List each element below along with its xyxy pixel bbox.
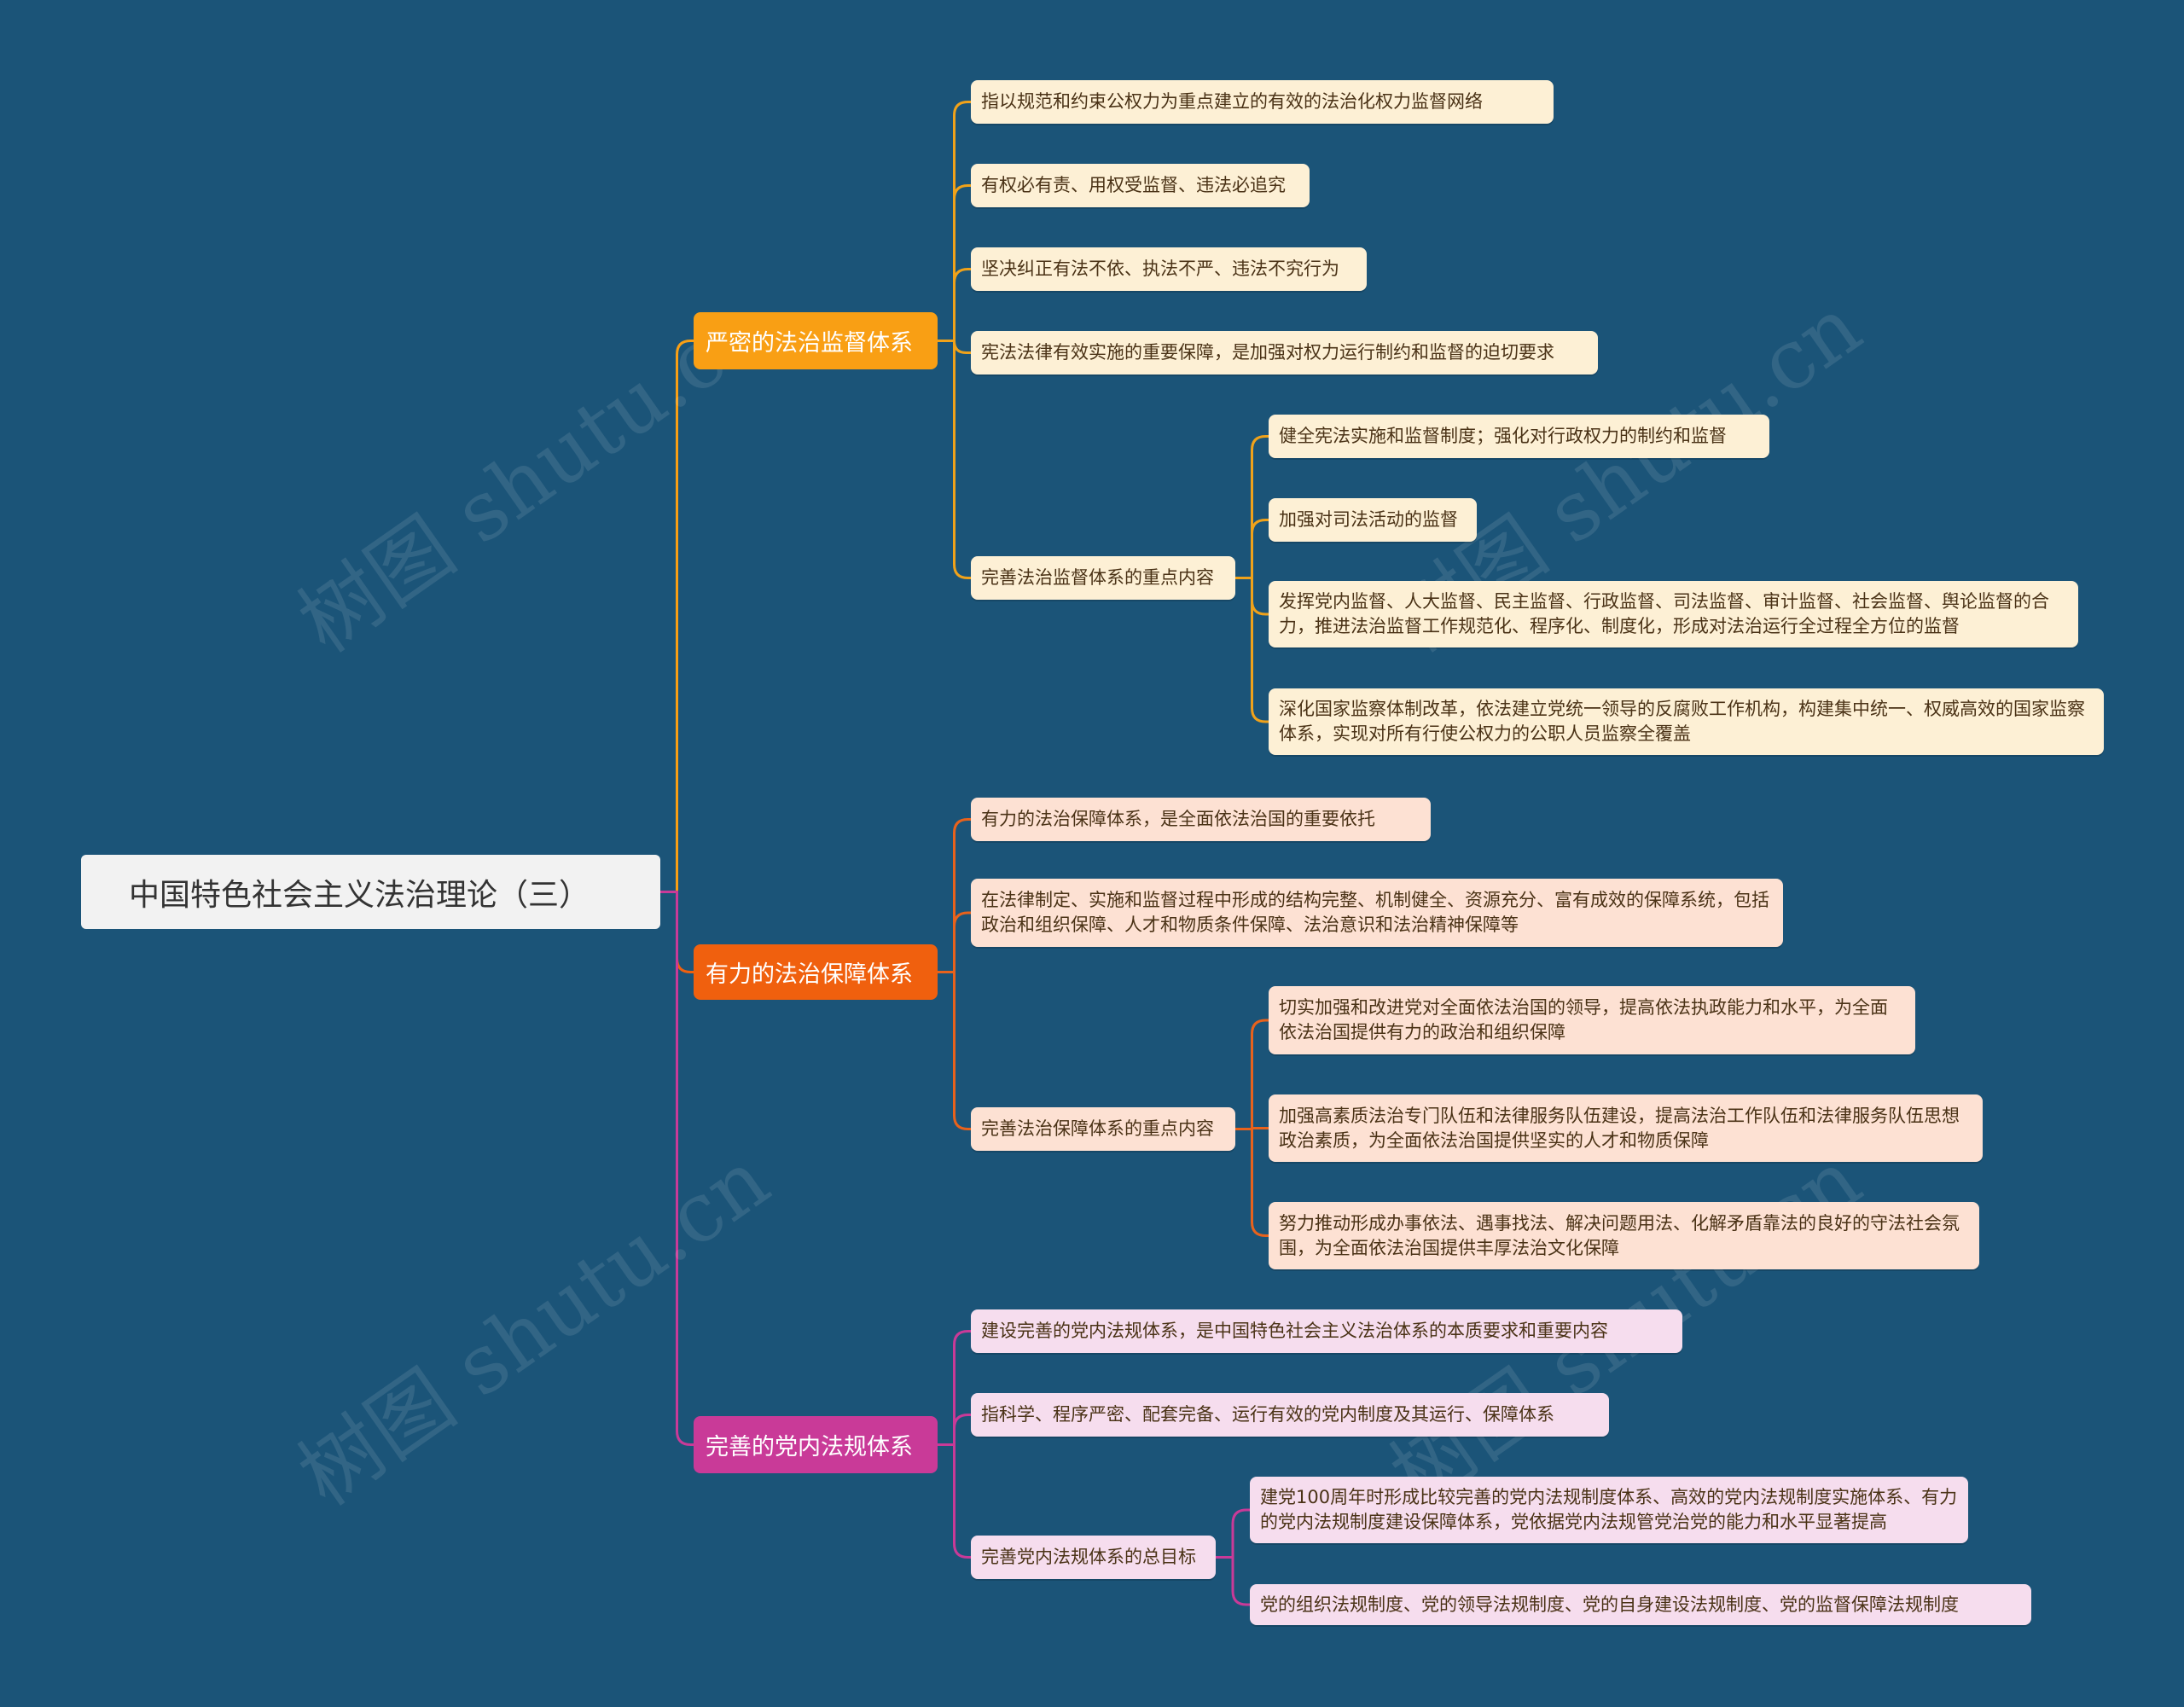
connector-line (660, 340, 694, 893)
connector-line (1216, 1556, 1250, 1606)
root-topic[interactable]: 中国特色社会主义法治理论（三） (81, 855, 660, 929)
connector-line (938, 818, 971, 973)
leaf-node[interactable]: 深化国家监察体制改革，依法建立党统一领导的反腐败工作机构，构建集中统一、权威高效… (1269, 688, 2104, 755)
connector-line (1235, 519, 1269, 579)
subtopic-supervision-key-content[interactable]: 完善法治监督体系的重点内容 (971, 556, 1235, 600)
connector-line (1235, 1019, 1269, 1130)
connector-line (1235, 577, 1269, 723)
connector-line (938, 1414, 971, 1446)
subtopic-guarantee-key-content[interactable]: 完善法治保障体系的重点内容 (971, 1107, 1235, 1151)
leaf-node[interactable]: 建党100周年时形成比较完善的党内法规制度体系、高效的党内法规制度实施体系、有力… (1250, 1477, 1968, 1543)
leaf-node[interactable]: 有权必有责、用权受监督、违法必追究 (971, 164, 1310, 207)
leaf-node[interactable]: 指以规范和约束公权力为重点建立的有效的法治化权力监督网络 (971, 80, 1554, 124)
leaf-node[interactable]: 指科学、程序严密、配套完备、运行有效的党内制度及其运行、保障体系 (971, 1393, 1609, 1437)
connector-line (938, 1443, 971, 1559)
connector-line (938, 911, 971, 973)
connector-line (1235, 1128, 1269, 1237)
subtopic-party-regulations-goal[interactable]: 完善党内法规体系的总目标 (971, 1536, 1216, 1579)
leaf-node[interactable]: 党的组织法规制度、党的领导法规制度、党的自身建设法规制度、党的监督保障法规制度 (1250, 1584, 2031, 1625)
connector-line (660, 891, 694, 1446)
leaf-node[interactable]: 建设完善的党内法规体系，是中国特色社会主义法治体系的本质要求和重要内容 (971, 1309, 1682, 1353)
leaf-node[interactable]: 在法律制定、实施和监督过程中形成的结构完整、机制健全、资源充分、富有成效的保障系… (971, 879, 1783, 947)
branch-guarantee-system[interactable]: 有力的法治保障体系 (694, 944, 938, 1000)
connector-line (938, 971, 971, 1130)
leaf-node[interactable]: 宪法法律有效实施的重要保障，是加强对权力运行制约和监督的迫切要求 (971, 331, 1598, 374)
leaf-node[interactable]: 有力的法治保障体系，是全面依法治国的重要依托 (971, 798, 1431, 841)
connector-line (938, 1330, 971, 1446)
leaf-node[interactable]: 加强对司法活动的监督 (1269, 498, 1477, 542)
connector-line (1235, 435, 1269, 579)
leaf-node[interactable]: 健全宪法实施和监督制度；强化对行政权力的制约和监督 (1269, 415, 1769, 458)
leaf-node[interactable]: 发挥党内监督、人大监督、民主监督、行政监督、司法监督、审计监督、社会监督、舆论监… (1269, 581, 2078, 647)
branch-supervision-system[interactable]: 严密的法治监督体系 (694, 312, 938, 369)
connector-line (1216, 1508, 1250, 1559)
leaf-node[interactable]: 坚决纠正有法不依、执法不严、违法不究行为 (971, 247, 1367, 291)
connector-line (938, 340, 971, 579)
branch-party-regulations-system[interactable]: 完善的党内法规体系 (694, 1416, 938, 1473)
leaf-node[interactable]: 努力推动形成办事依法、遇事找法、解决问题用法、化解矛盾靠法的良好的守法社会氛围，… (1269, 1202, 1979, 1269)
connector-line (938, 184, 971, 342)
connector-line (938, 101, 971, 342)
leaf-node[interactable]: 切实加强和改进党对全面依法治国的领导，提高依法执政能力和水平，为全面依法治国提供… (1269, 986, 1915, 1054)
leaf-node[interactable]: 加强高素质法治专门队伍和法律服务队伍建设，提高法治工作队伍和法律服务队伍思想政治… (1269, 1094, 1983, 1162)
connector-line (938, 268, 971, 342)
